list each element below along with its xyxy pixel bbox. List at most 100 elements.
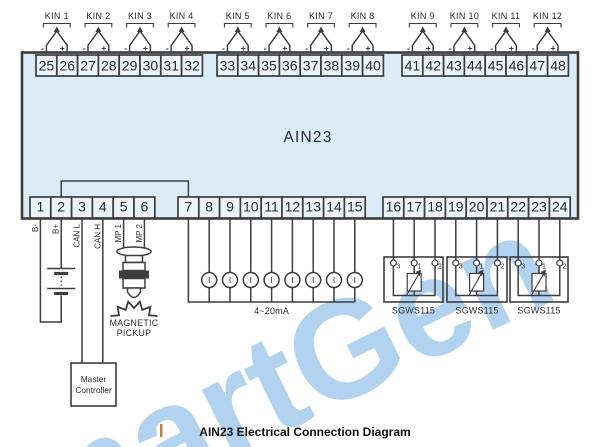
kin-bracket xyxy=(348,22,377,28)
kin-label: KIN 10 xyxy=(450,11,479,21)
top-terminal-27: 27 xyxy=(76,54,100,77)
sensor-pin-number: 2 xyxy=(438,264,442,271)
sensor-label: SGWS115 xyxy=(517,306,560,316)
terminal-number: 30 xyxy=(143,58,159,74)
top-terminal-38: 38 xyxy=(320,54,343,77)
kin-input-9: KIN 9-+ xyxy=(407,11,437,53)
current-source-symbol: I xyxy=(291,275,293,285)
pickup-label: MAGNETIC xyxy=(110,318,159,328)
terminal-number: 19 xyxy=(448,199,464,215)
top-terminal-33: 33 xyxy=(216,54,239,77)
top-terminal-25: 25 xyxy=(35,54,58,77)
kin-bracket xyxy=(167,22,196,28)
terminal-number: 34 xyxy=(240,58,256,74)
current-loop-label: 4~20mA xyxy=(254,306,289,316)
sensor-pin-number: 3 xyxy=(396,264,400,271)
terminal-number: 32 xyxy=(184,58,200,74)
terminal-number: 47 xyxy=(529,58,545,74)
terminal-number: 45 xyxy=(488,58,504,74)
bottom-terminal-20: 20 xyxy=(465,196,488,219)
master-controller-box xyxy=(70,362,117,407)
kin-bracket xyxy=(533,22,562,28)
current-source-symbol: I xyxy=(229,275,231,285)
switch-apex xyxy=(461,26,468,32)
current-source-8: I xyxy=(200,218,218,302)
polarity-plus: + xyxy=(60,43,65,53)
kin-label: KIN 1 xyxy=(45,11,69,21)
bottom-terminal-5: 5 xyxy=(112,196,135,219)
kin-label: KIN 8 xyxy=(351,11,375,21)
kin-bracket xyxy=(492,22,520,28)
terminal-number: 14 xyxy=(326,199,342,215)
top-terminal-30: 30 xyxy=(139,54,162,77)
top-terminal-45: 45 xyxy=(484,54,507,77)
polarity-plus: + xyxy=(426,43,431,53)
kin-bracket xyxy=(408,22,437,28)
bottom-terminal-15: 15 xyxy=(343,196,367,219)
polarity-minus: - xyxy=(264,43,267,53)
terminal-number: 28 xyxy=(101,58,117,74)
polarity-plus: + xyxy=(551,43,556,53)
top-terminal-31: 31 xyxy=(159,54,183,77)
kin-label: KIN 7 xyxy=(309,11,333,21)
terminal-number: 5 xyxy=(120,199,128,215)
switch-apex xyxy=(419,26,426,32)
master-controller-label: Controller xyxy=(75,385,112,395)
top-terminal-41: 41 xyxy=(401,54,424,77)
bottom-terminal-16: 16 xyxy=(382,196,405,219)
polarity-plus: + xyxy=(509,43,514,53)
top-terminal-29: 29 xyxy=(118,54,141,77)
bottom-terminal-21: 21 xyxy=(486,196,509,219)
terminal-number: 31 xyxy=(163,58,179,74)
terminal-number: 18 xyxy=(427,199,443,215)
kin-input-2: KIN 2-+ xyxy=(83,11,113,53)
current-source-symbol: I xyxy=(208,275,210,285)
terminal-number: 11 xyxy=(264,199,279,215)
resistor-arrow-head xyxy=(415,269,422,277)
terminal-number: 20 xyxy=(469,199,485,215)
bottom-terminal-11: 11 xyxy=(260,196,283,219)
current-loop-bus xyxy=(187,218,355,303)
bottom-terminal-10: 10 xyxy=(239,196,263,219)
terminal-number: 4 xyxy=(99,199,107,215)
kin-label: KIN 2 xyxy=(86,11,110,21)
terminal-number: 9 xyxy=(226,199,234,215)
kin-input-4: KIN 4-+ xyxy=(166,11,196,53)
bottom-terminal-8: 8 xyxy=(197,196,221,219)
terminal-number: 21 xyxy=(490,199,506,215)
port-label-can-l: CAN L xyxy=(73,223,82,247)
kin-bracket xyxy=(265,22,294,28)
terminal-number: 42 xyxy=(425,58,441,74)
bottom-terminal-22: 22 xyxy=(506,196,530,219)
top-terminal-35: 35 xyxy=(257,54,281,77)
bottom-terminal-14: 14 xyxy=(322,196,346,219)
kin-input-3: KIN 3-+ xyxy=(124,11,154,53)
terminal-number: 22 xyxy=(510,199,526,215)
top-terminal-28: 28 xyxy=(97,54,121,77)
polarity-minus: - xyxy=(449,43,452,53)
bottom-terminal-6: 6 xyxy=(133,196,156,219)
switch-apex xyxy=(544,26,551,32)
sensor-pin-number: 1 xyxy=(542,264,546,271)
sensor-box xyxy=(509,256,569,303)
switch-apex xyxy=(178,26,185,32)
sensor-pin-number: 3 xyxy=(521,264,525,271)
sensor-pin-number: 1 xyxy=(417,264,421,271)
terminal-number: 29 xyxy=(122,58,138,74)
terminal-number: 13 xyxy=(305,199,321,215)
terminal-number: 7 xyxy=(185,199,193,215)
bottom-terminal-18: 18 xyxy=(423,196,447,219)
switch-apex xyxy=(276,26,283,32)
terminal-number: 12 xyxy=(285,199,301,215)
top-terminal-40: 40 xyxy=(361,54,385,77)
current-source-symbol: I xyxy=(270,275,272,285)
kin-label: KIN 9 xyxy=(411,11,435,21)
gear-teeth-icon xyxy=(110,299,158,317)
port-label-mp-2: MP 2 xyxy=(135,223,144,242)
terminal-number: 15 xyxy=(347,199,363,215)
